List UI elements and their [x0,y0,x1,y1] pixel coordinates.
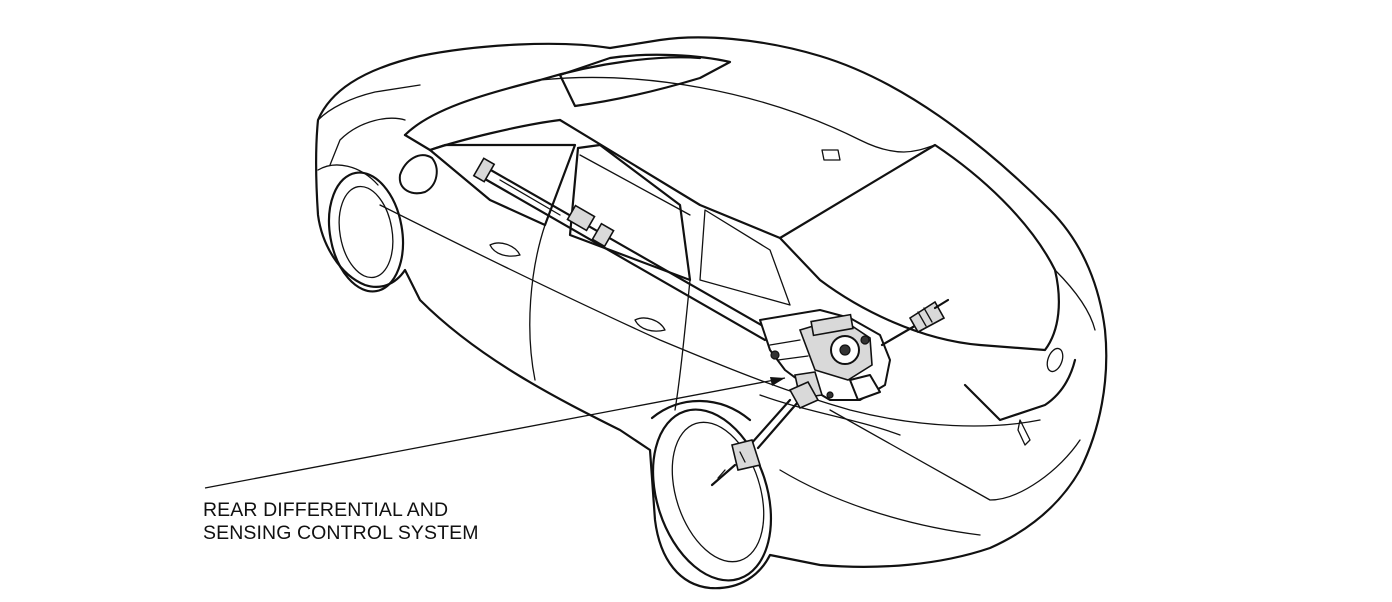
callout-line-1: REAR DIFFERENTIAL AND [203,499,449,521]
callout-arrowhead [770,377,785,386]
left-drive-shaft [710,380,820,487]
callout-label: REAR DIFFERENTIAL AND SENSING CONTROL SY… [203,499,479,545]
callout-leader-line [204,377,786,489]
rear-wheel [650,399,773,582]
car-body [315,36,1108,590]
propeller-shaft [472,157,772,342]
front-wheel [317,164,405,293]
right-drive-shaft [880,298,950,347]
rear-differential-unit [759,309,891,401]
callout-line-2: SENSING CONTROL SYSTEM [203,522,479,544]
